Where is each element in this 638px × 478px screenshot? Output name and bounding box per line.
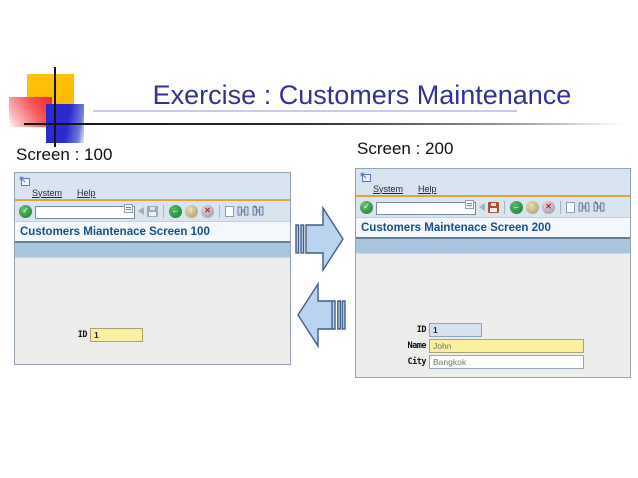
name-field[interactable] bbox=[429, 339, 584, 353]
new-document-icon[interactable] bbox=[225, 205, 234, 217]
window-icon-row bbox=[356, 169, 630, 182]
enter-icon[interactable]: ✓ bbox=[19, 204, 32, 218]
screen-200-label: Screen : 200 bbox=[357, 139, 454, 158]
form-row-id: ID bbox=[396, 323, 482, 337]
exit-icon[interactable]: ↑ bbox=[526, 200, 539, 214]
screen-body: ID bbox=[15, 258, 290, 364]
header-band bbox=[15, 243, 290, 258]
command-history-icon[interactable] bbox=[124, 204, 133, 213]
id-label: ID bbox=[416, 325, 427, 335]
cancel-icon[interactable]: ✕ bbox=[201, 204, 214, 218]
sap-window-screen-200: System Help ✓ ← ↑ ✕ bbox=[355, 168, 631, 378]
logo-vertical-line bbox=[54, 67, 56, 147]
screen-body: ID Name City bbox=[356, 254, 630, 377]
title-underline bbox=[93, 110, 517, 112]
menu-bar: System Help bbox=[15, 186, 290, 199]
command-field[interactable] bbox=[376, 202, 476, 215]
back-icon[interactable]: ← bbox=[510, 200, 523, 214]
form-row-city: City bbox=[396, 355, 584, 369]
sap-window-screen-100: System Help ✓ ← ↑ ✕ bbox=[14, 172, 291, 365]
cancel-icon[interactable]: ✕ bbox=[542, 200, 555, 214]
find-next-icon[interactable] bbox=[252, 205, 264, 217]
flow-arrow-left-icon bbox=[297, 281, 346, 349]
id-label: ID bbox=[77, 330, 88, 340]
menu-system[interactable]: System bbox=[373, 183, 404, 194]
save-icon[interactable] bbox=[147, 205, 158, 217]
name-label: Name bbox=[407, 341, 427, 351]
screen-title-bar: Customers Miantenace Screen 100 bbox=[15, 222, 290, 243]
command-field[interactable] bbox=[35, 206, 135, 219]
slide-title: Exercise : Customers Maintenance bbox=[152, 80, 572, 110]
back-triangle-icon[interactable] bbox=[138, 207, 144, 215]
menu-separator bbox=[356, 195, 630, 197]
back-icon[interactable]: ← bbox=[169, 204, 182, 218]
save-icon[interactable] bbox=[488, 201, 499, 213]
exit-icon[interactable]: ↑ bbox=[185, 204, 198, 218]
form-row-id: ID bbox=[57, 328, 143, 342]
menu-help[interactable]: Help bbox=[418, 183, 437, 194]
form-row-name: Name bbox=[396, 339, 584, 353]
toolbar: ✓ ← ↑ ✕ bbox=[15, 201, 290, 222]
screen-title: Customers Miantenace Screen 100 bbox=[20, 225, 210, 238]
menu-help[interactable]: Help bbox=[77, 187, 96, 198]
new-document-icon[interactable] bbox=[566, 201, 575, 213]
toolbar-separator bbox=[163, 204, 164, 218]
back-triangle-icon[interactable] bbox=[479, 203, 485, 211]
id-field[interactable] bbox=[90, 328, 143, 342]
title-horizontal-rule bbox=[24, 123, 636, 125]
screen-title-bar: Customers Maintenace Screen 200 bbox=[356, 218, 630, 239]
window-icon-row bbox=[15, 173, 290, 186]
header-band bbox=[356, 239, 630, 254]
find-icon[interactable] bbox=[237, 205, 249, 217]
logo-red-square bbox=[9, 97, 52, 127]
find-icon[interactable] bbox=[578, 201, 590, 213]
menu-bar: System Help bbox=[356, 182, 630, 195]
toolbar: ✓ ← ↑ ✕ bbox=[356, 197, 630, 218]
screen-title: Customers Maintenace Screen 200 bbox=[361, 221, 551, 234]
system-menu-icon[interactable] bbox=[359, 172, 372, 183]
city-label: City bbox=[407, 357, 427, 367]
screen-100-label: Screen : 100 bbox=[16, 145, 113, 164]
flow-arrow-right-icon bbox=[295, 205, 344, 273]
toolbar-separator bbox=[504, 200, 505, 214]
menu-system[interactable]: System bbox=[32, 187, 63, 198]
system-menu-icon[interactable] bbox=[18, 176, 31, 187]
toolbar-separator bbox=[219, 204, 220, 218]
menu-separator bbox=[15, 199, 290, 201]
toolbar-separator bbox=[560, 200, 561, 214]
city-field[interactable] bbox=[429, 355, 584, 369]
command-history-icon[interactable] bbox=[465, 200, 474, 209]
id-field[interactable] bbox=[429, 323, 482, 337]
enter-icon[interactable]: ✓ bbox=[360, 200, 373, 214]
find-next-icon[interactable] bbox=[593, 201, 605, 213]
